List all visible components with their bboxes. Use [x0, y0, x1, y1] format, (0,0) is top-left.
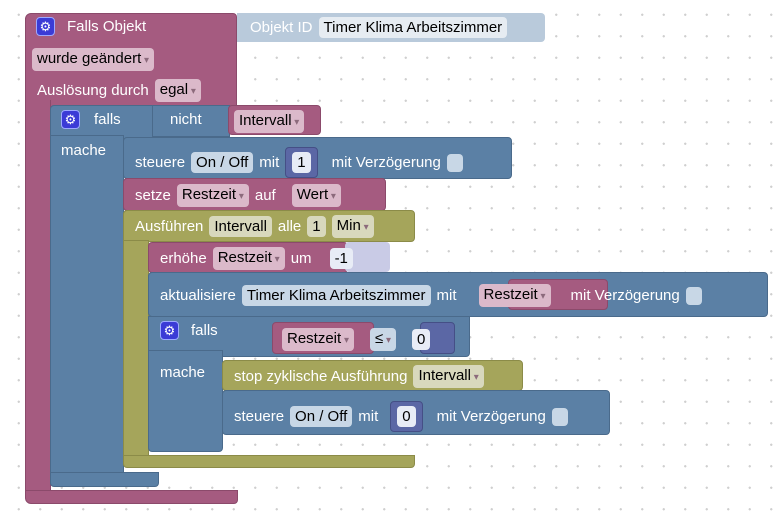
every-label: alle [277, 218, 302, 235]
delay-label: mit Verzögerung [570, 287, 680, 304]
do-label: mache [160, 364, 206, 381]
not-block[interactable] [152, 105, 230, 137]
control-label: steuere [234, 408, 285, 425]
control-label: steuere [135, 154, 186, 171]
with-label: mit [259, 154, 280, 171]
target-field[interactable]: On / Off [191, 152, 254, 173]
delay-label: mit Verzögerung [436, 408, 546, 425]
if-block-rail [148, 350, 223, 452]
increment-value-field[interactable]: -1 [329, 248, 353, 269]
gear-icon[interactable]: ⚙ [160, 321, 179, 340]
unit-dropdown[interactable]: Min [331, 215, 374, 238]
number-field[interactable]: 0 [397, 406, 416, 427]
to-label: auf [254, 187, 276, 204]
do-label: mache [61, 142, 107, 159]
set-variable-dropdown[interactable]: Restzeit [176, 184, 249, 207]
increment-label: erhöhe [160, 250, 207, 267]
if-block-bottom [50, 472, 159, 487]
cause-label: Auslösung durch [37, 82, 149, 99]
set-label: setze [135, 187, 171, 204]
delay-checkbox[interactable] [551, 407, 568, 426]
schedule-name-field[interactable]: Intervall [209, 216, 272, 237]
schedule-rail [123, 240, 149, 460]
gear-icon[interactable]: ⚙ [36, 17, 55, 36]
update-variable-dropdown[interactable]: Restzeit [478, 284, 551, 307]
delay-label: mit Verzögerung [331, 154, 441, 171]
if-label: falls [191, 322, 218, 339]
variable-dropdown[interactable]: Intervall [234, 110, 305, 133]
number-field[interactable]: 1 [292, 152, 311, 173]
target-field[interactable]: On / Off [290, 406, 353, 427]
compare-variable-dropdown[interactable]: Restzeit [282, 328, 354, 351]
compare-value-field[interactable]: 0 [412, 329, 431, 350]
interval-field[interactable]: 1 [307, 216, 326, 237]
object-id-field[interactable]: Timer Klima Arbeitszimmer [318, 17, 508, 38]
increment-variable-dropdown[interactable]: Restzeit [212, 247, 285, 270]
delay-checkbox[interactable] [446, 153, 463, 172]
schedule-bottom [123, 455, 415, 468]
set-block[interactable] [123, 178, 386, 211]
number-block[interactable]: 0 [390, 401, 423, 432]
event-title: Falls Objekt [67, 18, 147, 35]
schedule-label: Ausführen [135, 218, 204, 235]
cause-dropdown[interactable]: egal [154, 79, 201, 102]
trigger-dropdown[interactable]: wurde geändert [32, 48, 155, 71]
value-dropdown[interactable]: Wert [291, 184, 341, 207]
if-block-rail [50, 135, 124, 477]
update-label: aktualisiere [160, 287, 236, 304]
stop-name-dropdown[interactable]: Intervall [413, 365, 484, 388]
update-target-field[interactable]: Timer Klima Arbeitszimmer [241, 285, 431, 306]
by-label: um [290, 250, 312, 267]
not-label: nicht [170, 111, 202, 128]
gear-icon[interactable]: ⚙ [61, 110, 80, 129]
event-block-bottom [25, 490, 238, 504]
number-block[interactable]: 1 [285, 147, 318, 178]
with-label: mit [436, 287, 457, 304]
operator-dropdown[interactable]: ≤ [370, 328, 397, 351]
with-label: mit [358, 408, 379, 425]
delay-checkbox[interactable] [685, 286, 702, 305]
if-label: falls [94, 111, 121, 128]
event-block-rail [25, 100, 51, 495]
stop-label: stop zyklische Ausführung [234, 368, 408, 385]
object-id-label: Objekt ID [250, 19, 313, 36]
